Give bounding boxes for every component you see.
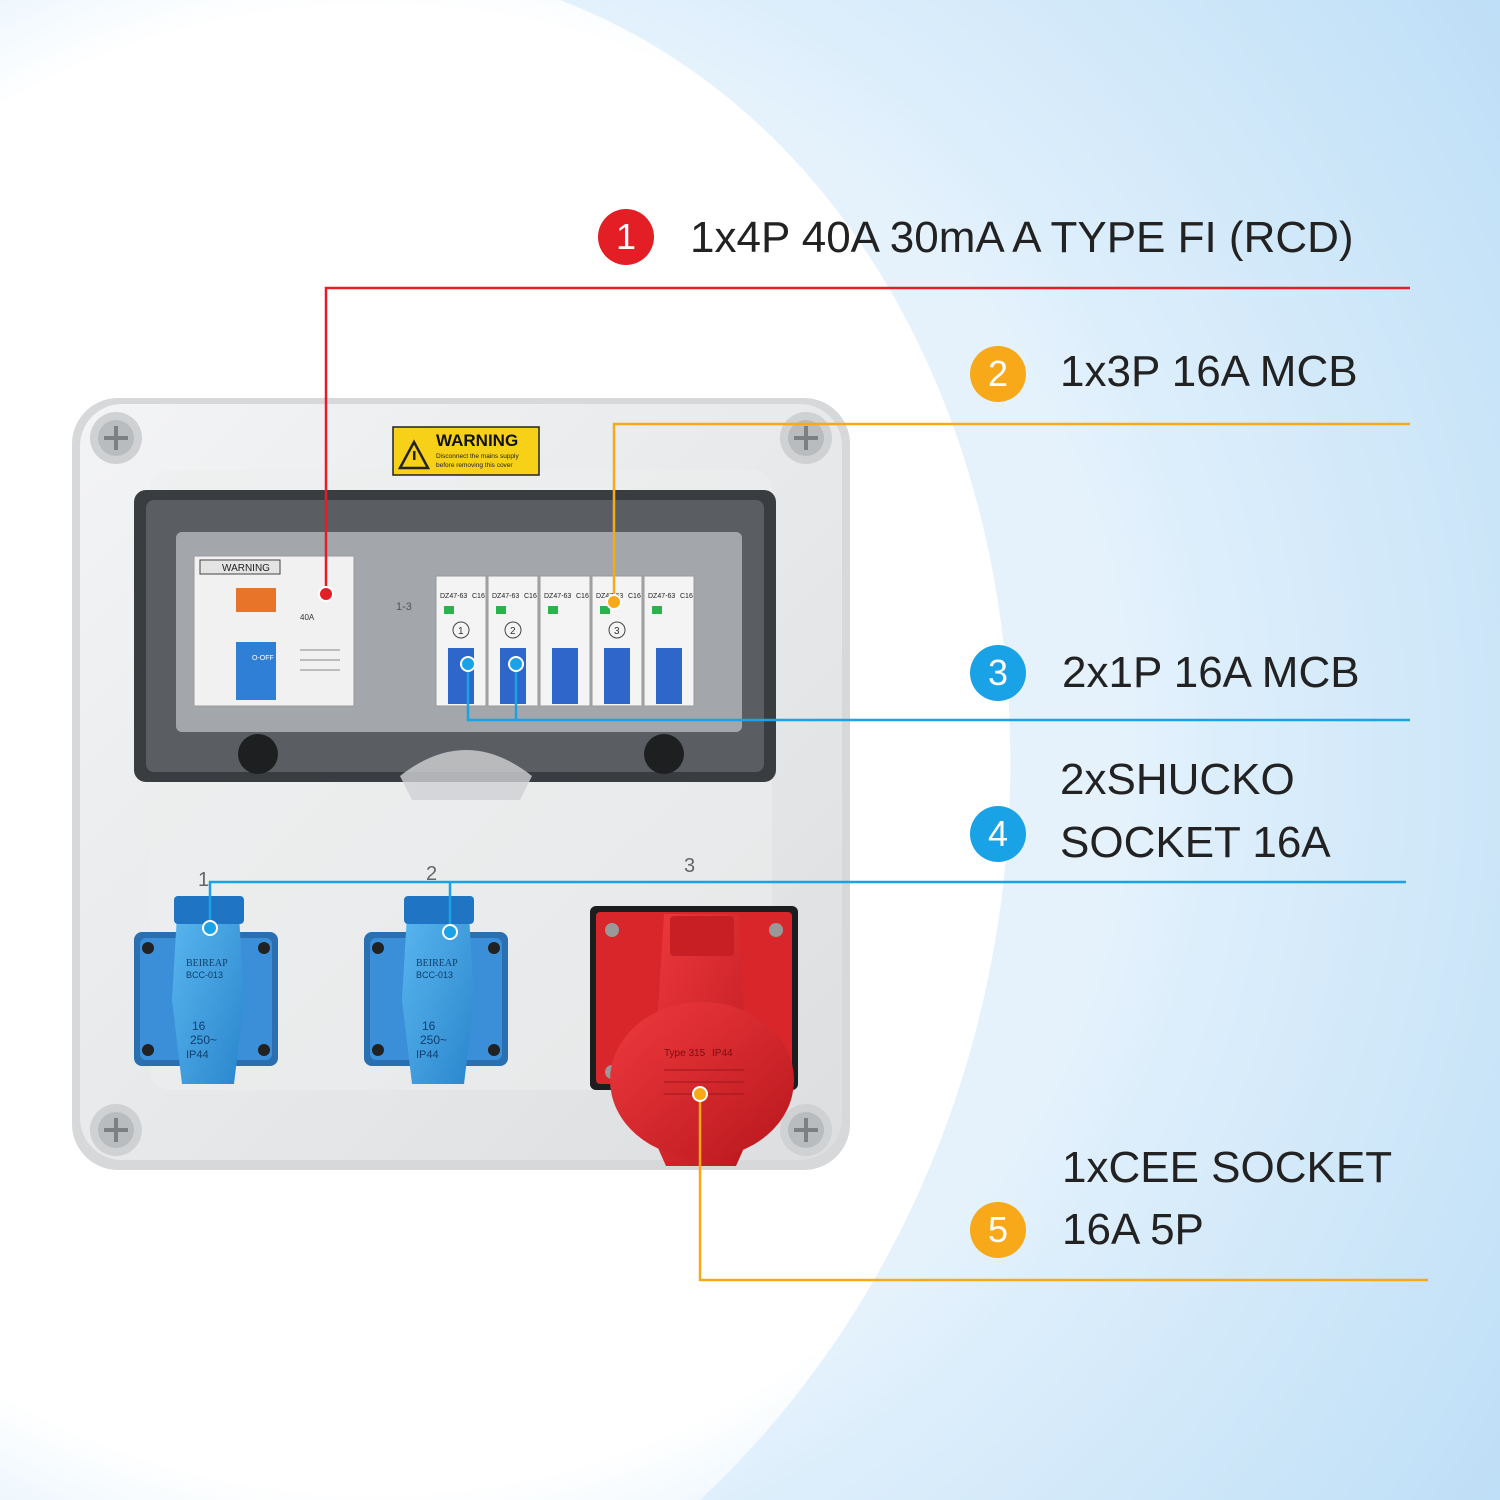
cover-knob-icon: [238, 734, 278, 774]
callout-5-text-line1: 1xCEE SOCKET: [1062, 1143, 1393, 1192]
rcd-warning-label: WARNING: [222, 563, 270, 574]
shucko-brand: BEIREAP: [416, 958, 458, 969]
rcd-test-button: [236, 588, 276, 612]
mcb-toggle: [656, 648, 682, 704]
mcb-model-label: DZ47-63: [440, 593, 467, 600]
mcb-toggle: [604, 648, 630, 704]
socket-number-3: 3: [684, 855, 695, 877]
leader-dot-5: [692, 1086, 708, 1102]
rcd-switch-label: O-OFF: [252, 655, 274, 662]
cee-type: Type 315: [664, 1048, 706, 1059]
callout-1-badge: 1: [598, 209, 654, 265]
warning-sticker: WARNING Disconnect the mains supply befo…: [392, 426, 540, 476]
leader-line-2: [612, 422, 1410, 602]
callout-4-text-line2: SOCKET 16A: [1060, 818, 1331, 867]
mcb-module: DZ47-63 C16 1: [435, 575, 487, 707]
leader-dot-4: [202, 920, 218, 936]
warning-triangle-icon: [397, 439, 431, 470]
mcb-circle-label: 3: [614, 626, 620, 637]
leader-dot-4: [442, 924, 458, 940]
callout-2-badge: 2: [970, 346, 1026, 402]
rcd-breaker: WARNING O-OFF 40A: [193, 555, 355, 707]
mcb-rating-label: C16: [628, 593, 641, 600]
callout-5-badge: 5: [970, 1202, 1026, 1258]
warning-title: WARNING: [436, 431, 518, 450]
warning-sub1: Disconnect the mains supply: [436, 453, 519, 460]
rcd-toggle: [236, 642, 276, 700]
shucko-socket-1: BEIREAP BCC-013 16 250~ IP44: [134, 896, 278, 1084]
mcb-model-label: DZ47-63: [648, 593, 675, 600]
callout-1-text: 1x4P 40A 30mA A TYPE FI (RCD): [690, 213, 1354, 262]
mcb-toggle: [500, 648, 526, 704]
shucko-voltage: 250~: [190, 1033, 217, 1047]
cover-knob-icon: [644, 734, 684, 774]
mcb-rating-label: C16: [524, 593, 537, 600]
mcb-toggle: [552, 648, 578, 704]
cee-ip: IP44: [712, 1048, 733, 1059]
leader-line-4a: [208, 880, 1406, 928]
mcb-model-label: DZ47-63: [492, 593, 519, 600]
leader-line-3a: [466, 664, 1410, 722]
corner-screw-icon: [90, 1104, 142, 1156]
shucko-model: BCC-013: [186, 970, 223, 980]
warning-sub2: before removing this cover: [436, 462, 513, 469]
callout-4-badge: 4: [970, 806, 1026, 862]
leader-dot-1: [318, 586, 334, 602]
leader-dot-3: [508, 656, 524, 672]
corner-screw-icon: [90, 412, 142, 464]
mcb-row: DZ47-63 C16 1 DZ47-63 C16 2 DZ47-63 C16 DZ47-63 C…: [435, 575, 695, 707]
corner-screw-icon: [780, 1104, 832, 1156]
socket-number-2: 2: [426, 863, 437, 885]
callout-2-text: 1x3P 16A MCB: [1060, 347, 1358, 396]
callout-3-text: 2x1P 16A MCB: [1062, 648, 1360, 697]
socket-number-1: 1: [198, 869, 209, 891]
shucko-ip: IP44: [416, 1049, 439, 1061]
mcb-rating-label: C16: [576, 593, 589, 600]
mcb-circle-label: 1: [458, 626, 464, 637]
shucko-rating: 16: [422, 1019, 436, 1033]
mcb-module: DZ47-63 C16 2: [487, 575, 539, 707]
rcd-rating: 40A: [300, 613, 315, 622]
shucko-model: BCC-013: [416, 970, 453, 980]
callout-3-badge: 3: [970, 645, 1026, 701]
shucko-ip: IP44: [186, 1049, 209, 1061]
background-arc: [560, 0, 1500, 1500]
leader-dot-2: [606, 594, 622, 610]
cover-latch: [400, 750, 532, 800]
corner-screw-icon: [780, 412, 832, 464]
mcb-module: DZ47-63 C16: [643, 575, 695, 707]
shucko-brand: BEIREAP: [186, 958, 228, 969]
mcb-group-label: 1-3: [396, 601, 412, 613]
mcb-rating-label: C16: [472, 593, 485, 600]
mcb-rating-label: C16: [680, 593, 693, 600]
leader-line-5: [698, 1094, 1428, 1282]
mcb-circle-label: 2: [510, 626, 516, 637]
cee-socket: Type 315 IP44: [590, 906, 798, 1166]
leader-line-1: [324, 286, 1410, 594]
callout-4-text-line1: 2xSHUCKO: [1060, 755, 1295, 804]
leader-lines: [202, 286, 1428, 1282]
mcb-model-label: DZ47-63: [544, 593, 571, 600]
mcb-module: DZ47-63 C16: [539, 575, 591, 707]
shucko-rating: 16: [192, 1019, 206, 1033]
leader-dot-3: [460, 656, 476, 672]
callout-5-text-line2: 16A 5P: [1062, 1205, 1204, 1254]
shucko-voltage: 250~: [420, 1033, 447, 1047]
shucko-socket-2: BEIREAP BCC-013 16 250~ IP44: [364, 896, 508, 1084]
